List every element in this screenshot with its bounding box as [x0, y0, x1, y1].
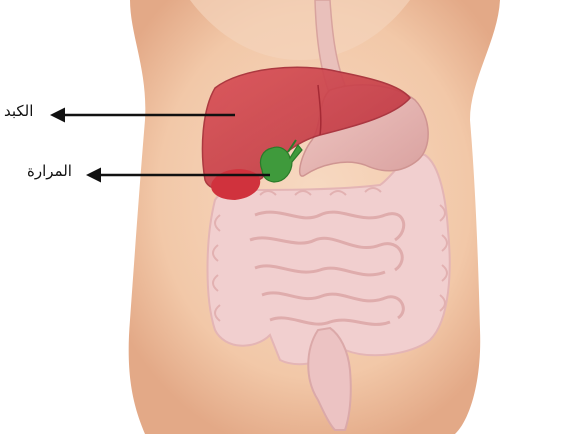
liver-label: الكبد [4, 102, 33, 120]
gallbladder-label: المرارة [27, 162, 72, 180]
